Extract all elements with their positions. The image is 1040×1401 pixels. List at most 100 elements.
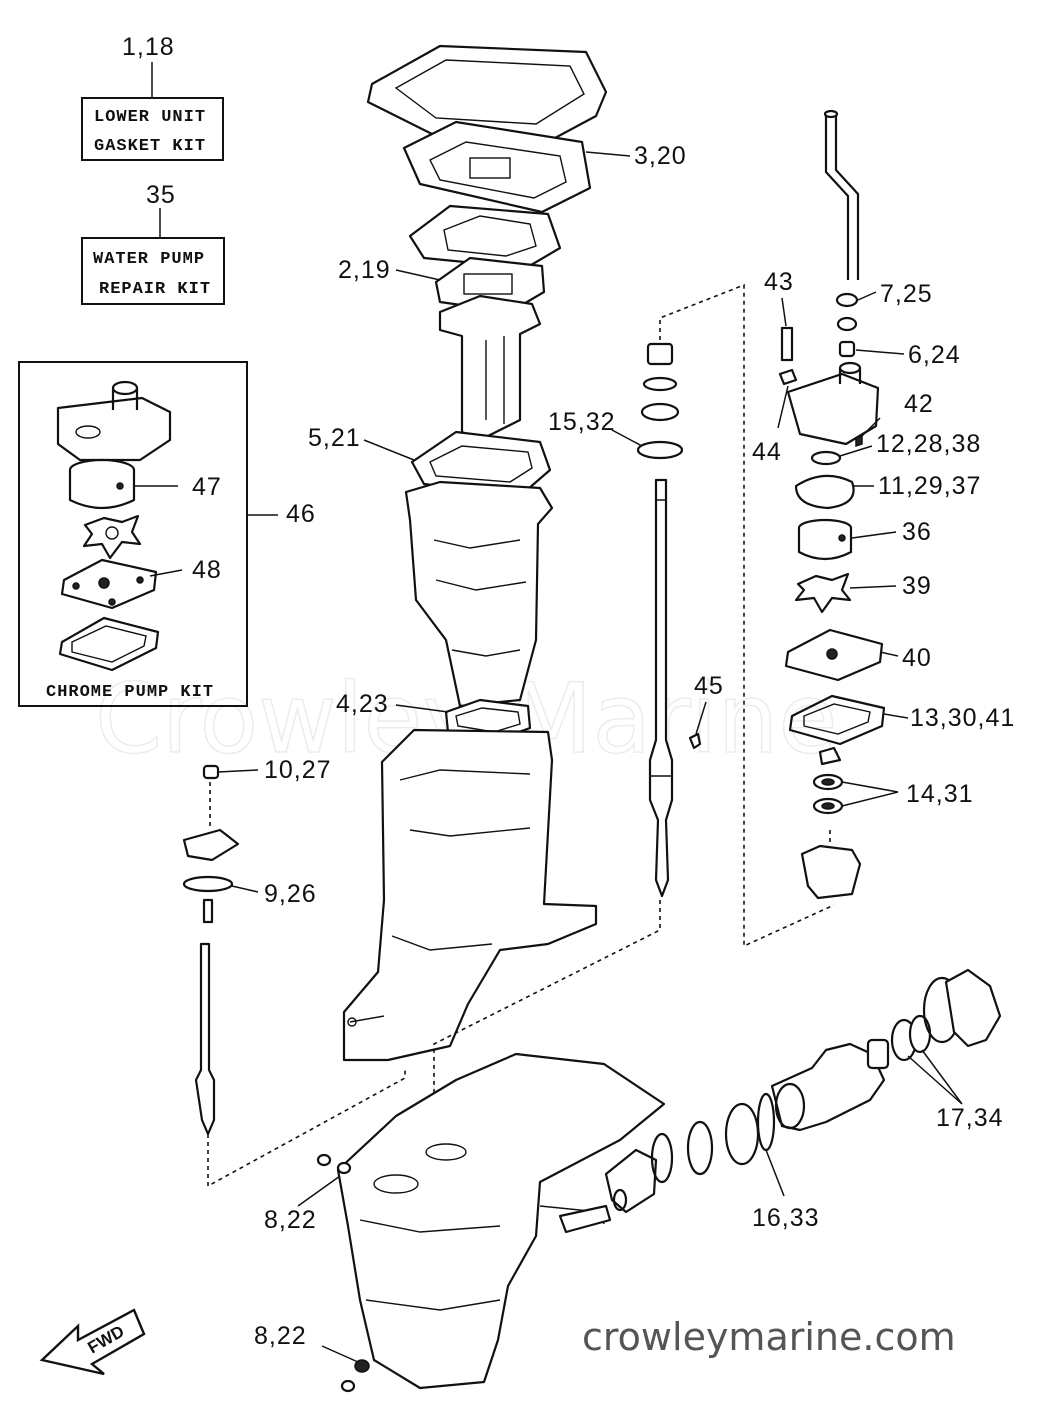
gasket-3-20 (402, 120, 592, 214)
callout-45: 45 (694, 672, 724, 700)
leader-8-22-b (321, 1345, 359, 1363)
callout-11-29-37: 11,29,37 (878, 472, 981, 500)
water-pump-kit-line1: WATER PUMP (93, 250, 205, 269)
exhaust-tube (438, 294, 542, 442)
leader-12-28-38 (839, 445, 873, 457)
gasket-kit-frame (81, 97, 224, 161)
callout-43: 43 (764, 268, 794, 296)
leader-5-21 (363, 439, 415, 461)
leader-4-23 (395, 704, 449, 713)
shift-rod (194, 942, 216, 1136)
callout-42: 42 (904, 390, 934, 418)
grommet-7-25 (835, 292, 859, 308)
website-url: crowleymarine.com (582, 1315, 956, 1359)
kit-48-leader (149, 569, 183, 577)
leader-9-26 (231, 885, 259, 893)
shaft-seal (640, 402, 680, 422)
callout-17-34: 17,34 (936, 1104, 1004, 1132)
kit-impeller-icon (82, 514, 142, 560)
gasket-13-30-41 (788, 694, 886, 746)
exhaust-plate (408, 204, 562, 270)
grommet-6-24 (838, 340, 856, 358)
water-pump-kit-number: 35 (146, 181, 176, 209)
prop-shaft-assembly: 16,33 17,34 (604, 968, 1004, 1232)
collar-44 (778, 368, 798, 386)
leader-15-32 (611, 429, 643, 447)
callout-8-22-a: 8,22 (264, 1206, 317, 1234)
water-pump-kit-box: 35 WATER PUMP REPAIR KIT (81, 181, 225, 305)
callout-40: 40 (902, 644, 932, 672)
water-pump-assembly: 7,25 6,24 43 44 42 12,28,38 11,29,37 36 … (752, 109, 1015, 900)
upper-casing (404, 480, 554, 708)
impeller-39 (794, 572, 852, 614)
leader-8-22-a (297, 1175, 341, 1207)
callout-8-22-b: 8,22 (254, 1322, 307, 1350)
callout-16-33: 16,33 (752, 1204, 820, 1232)
bolt-43 (780, 326, 794, 362)
oring-15-32 (636, 440, 684, 460)
water-tube (824, 114, 860, 280)
exhaust-guide-top (366, 44, 608, 148)
water-pump-kit-line2: REPAIR KIT (99, 280, 211, 299)
lower-casing (342, 728, 598, 1062)
leader-40 (879, 651, 899, 657)
gasket-kit-line1: LOWER UNIT (94, 108, 206, 127)
callout-6-24: 6,24 (908, 341, 961, 369)
leader-10-27 (217, 769, 259, 773)
callout-4-23: 4,23 (336, 690, 389, 718)
seal-11-29-37 (794, 474, 855, 510)
fwd-arrow-icon: FWD (39, 1308, 146, 1376)
gasket-kit-number: 1,18 (122, 33, 175, 61)
outer-plate-cartridge (800, 844, 862, 900)
gasket-kit-line2: GASKET KIT (94, 137, 206, 156)
drive-shaft (648, 478, 674, 898)
callout-15-32: 15,32 (548, 408, 616, 436)
pin-45 (688, 732, 702, 750)
leader-42 (861, 417, 881, 437)
bearing-housing (770, 1042, 886, 1132)
callout-2-19: 2,19 (338, 256, 391, 284)
leader-44 (777, 385, 789, 429)
callout-12-28-38: 12,28,38 (876, 430, 981, 458)
pump-housing (786, 372, 880, 446)
drive-shaft-assembly: 15,32 45 (433, 283, 835, 1106)
kit-gasket-icon (58, 616, 160, 672)
propeller-shaft-stub (558, 1204, 612, 1234)
gasket-kit-box: 1,18 LOWER UNIT GASKET KIT (81, 33, 224, 161)
leader-39 (849, 585, 897, 589)
leader-13-30-41 (883, 713, 909, 719)
callout-39: 39 (902, 572, 932, 600)
pin-42 (855, 434, 863, 448)
bearing (724, 1102, 760, 1166)
leader-6-24 (855, 349, 905, 355)
drain-screw-8-22-b: 8,22 (254, 1322, 370, 1393)
gear-case (336, 1052, 666, 1390)
shift-shaft-assembly: 10,27 9,26 (182, 756, 406, 1188)
chrome-kit-frame (18, 361, 248, 707)
shaft-bearing (646, 342, 674, 366)
drain-screw-8-22-a: 8,22 (264, 1153, 352, 1234)
gasket-2-19 (434, 256, 546, 314)
thrust-ring (944, 968, 1002, 1048)
leader-7-25 (857, 291, 877, 301)
callout-48: 48 (192, 556, 222, 584)
chrome-pump-kit-panel: 47 48 CHROME PUMP KIT 46 (18, 361, 316, 707)
callout-9-26: 9,26 (264, 880, 317, 908)
oring-12-28-38 (810, 450, 842, 466)
leader-16-33 (765, 1149, 785, 1197)
callout-3-20: 3,20 (634, 142, 687, 170)
callout-47: 47 (192, 473, 222, 501)
callout-13-30-41: 13,30,41 (910, 704, 1015, 732)
callout-14-31: 14,31 (906, 780, 974, 808)
callout-5-21: 5,21 (308, 424, 361, 452)
oil-seal-17-34-b (908, 1014, 932, 1054)
insert-cartridge-36 (797, 528, 853, 561)
callout-46: 46 (286, 500, 316, 528)
kit-impeller-housing-icon (68, 458, 136, 510)
callout-7-25: 7,25 (880, 280, 933, 308)
oring-16-33 (756, 1092, 776, 1152)
water-pump-kit-frame (81, 237, 225, 305)
leader-36 (851, 531, 897, 539)
kit-wear-plate-icon (60, 558, 158, 610)
